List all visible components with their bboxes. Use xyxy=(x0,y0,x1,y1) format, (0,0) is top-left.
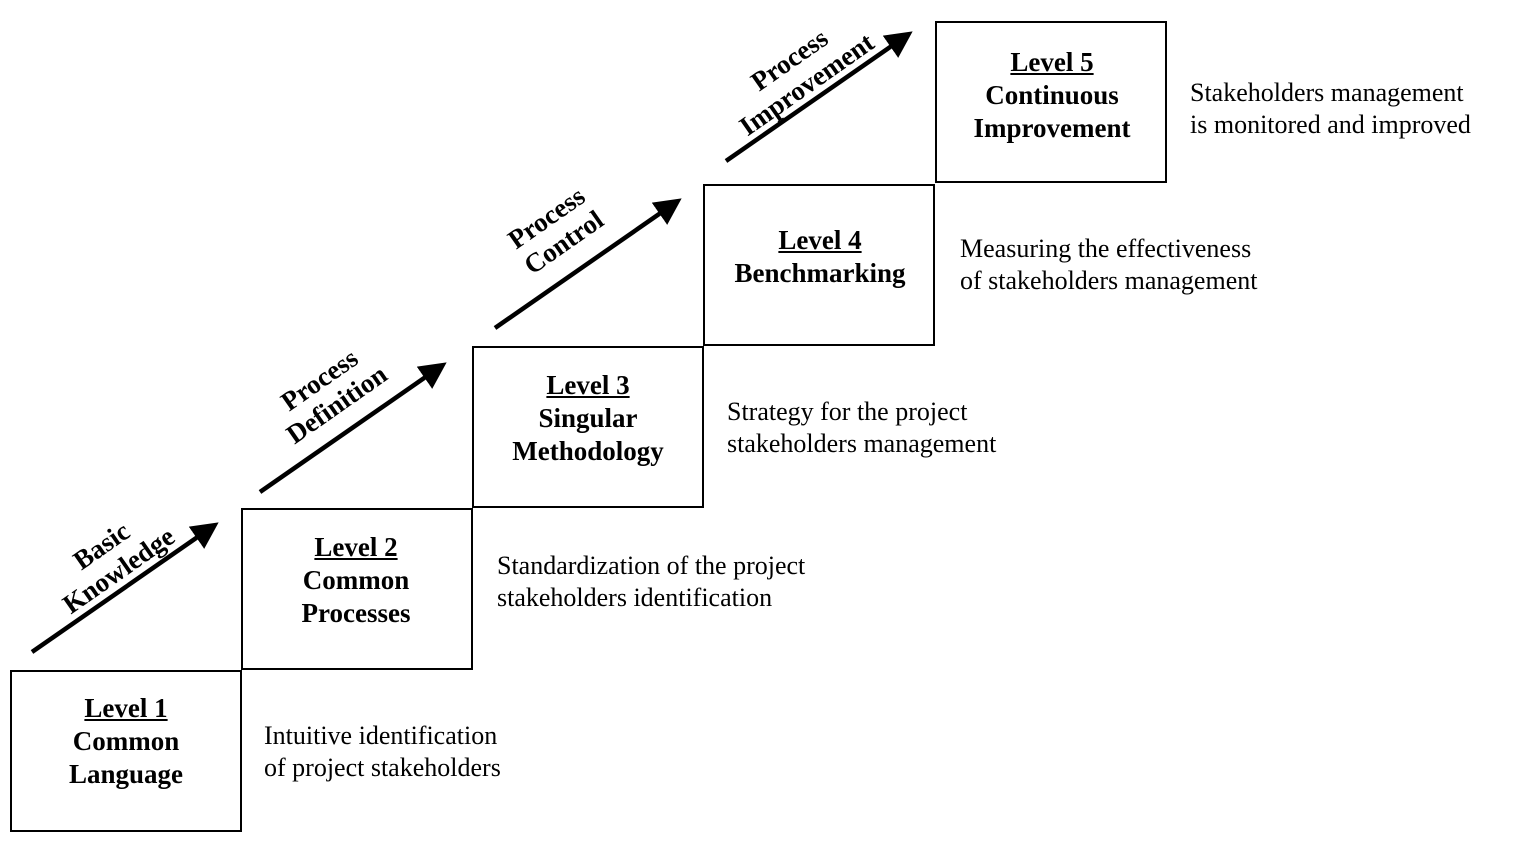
level-3-heading: Level 3 xyxy=(546,370,630,400)
level-2-name-line: Common xyxy=(302,565,410,595)
level-5-heading: Level 5 xyxy=(1010,47,1094,77)
level-5-description-line: is monitored and improved xyxy=(1190,110,1471,139)
level-2-label: Level 2 Common Processes xyxy=(302,531,411,630)
level-2-description: Standardization of the project stakehold… xyxy=(497,550,805,614)
level-5-box xyxy=(935,21,1167,183)
transition-2-label: Process Definition xyxy=(253,327,402,456)
level-3-name-line: Singular xyxy=(538,403,638,433)
level-5-label: Level 5 Continuous Improvement xyxy=(974,46,1131,145)
level-1-name-line: Language xyxy=(68,759,184,789)
level-4-label: Level 4 Benchmarking xyxy=(734,224,905,290)
level-3-description-line: stakeholders management xyxy=(727,429,997,458)
level-3-box xyxy=(472,346,704,508)
level-3-name-line: Methodology xyxy=(512,436,664,466)
level-4-name-line: Benchmarking xyxy=(734,258,906,288)
transition-1-label: Basic Knowledge xyxy=(35,493,184,622)
level-1-name-line: Common xyxy=(72,726,180,756)
level-2-name-line: Processes xyxy=(301,598,411,628)
level-4-box xyxy=(703,184,935,346)
level-3-description-line: Strategy for the project xyxy=(727,397,968,426)
level-2-description-line: Standardization of the project xyxy=(497,551,806,580)
level-1-box xyxy=(10,670,242,832)
level-3-label: Level 3 Singular Methodology xyxy=(512,369,664,468)
level-5-description: Stakeholders management is monitored and… xyxy=(1190,77,1471,141)
level-5-name-line: Continuous xyxy=(985,80,1119,110)
level-4-description-line: of stakeholders management xyxy=(960,266,1258,295)
level-2-box xyxy=(241,508,473,670)
level-5-name-line: Improvement xyxy=(973,113,1131,143)
level-1-description-line: of project stakeholders xyxy=(264,753,501,782)
transition-4-label: Process Improvement xyxy=(711,0,885,145)
level-5-description-line: Stakeholders management xyxy=(1190,78,1464,107)
level-2-heading: Level 2 xyxy=(314,532,398,562)
level-3-description: Strategy for the project stakeholders ma… xyxy=(727,396,996,460)
level-1-heading: Level 1 xyxy=(84,693,168,723)
level-4-description-line: Measuring the effectiveness xyxy=(960,234,1252,263)
level-2-description-line: stakeholders identification xyxy=(497,583,773,612)
transition-3-label: Process Control xyxy=(480,165,629,294)
level-1-description: Intuitive identification of project stak… xyxy=(264,720,501,784)
level-1-label: Level 1 Common Language xyxy=(69,692,183,791)
level-4-description: Measuring the effectiveness of stakehold… xyxy=(960,233,1257,297)
level-4-heading: Level 4 xyxy=(778,225,862,255)
level-1-description-line: Intuitive identification xyxy=(264,721,498,750)
